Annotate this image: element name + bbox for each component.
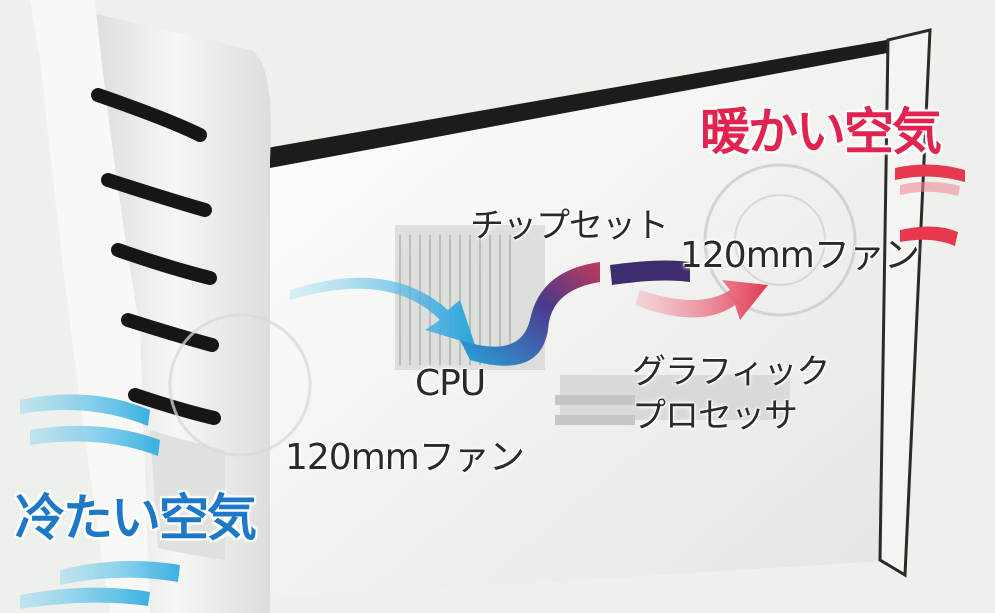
graphics-label-line1: グラフィック xyxy=(632,352,830,392)
case-front-bezel xyxy=(30,0,271,613)
cpu-label: CPU xyxy=(415,363,486,404)
chipset-label: チップセット xyxy=(470,206,669,246)
airflow-arrows xyxy=(20,164,965,609)
graphics-label-line2: プロセッサ xyxy=(632,396,798,436)
case-side-panel xyxy=(255,28,932,600)
cold-air-title: 冷たい空気 xyxy=(15,489,257,547)
rear-fan-label: 120mmファン xyxy=(680,235,920,276)
front-fan-label: 120mmファン xyxy=(285,437,525,478)
warm-air-title: 暖かい空気 xyxy=(700,103,942,161)
